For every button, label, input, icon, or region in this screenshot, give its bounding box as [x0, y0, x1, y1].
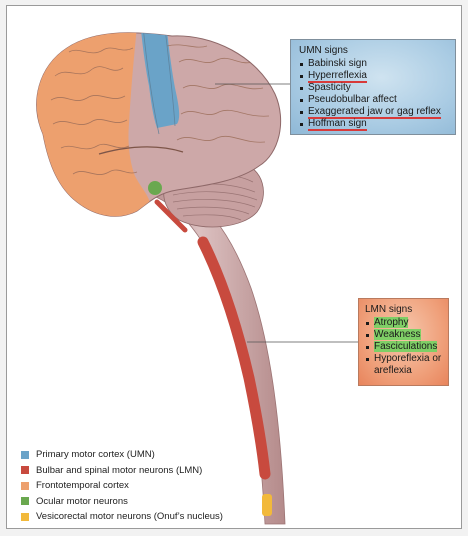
ocular-motor-neurons [148, 181, 162, 195]
onuf-nucleus [262, 494, 272, 516]
lmn-signs-title: LMN signs [365, 304, 413, 315]
lmn-column [197, 236, 271, 480]
legend-label: Bulbar and spinal motor neurons (LMN) [36, 464, 203, 476]
lmn-signs-list: Atrophy Weakness Fasciculations Hyporefl… [365, 317, 442, 377]
list-item: Pseudobulbar affect [299, 94, 447, 106]
list-item: Fasciculations [365, 341, 442, 353]
legend-swatch [21, 450, 29, 459]
legend-label: Frontotemporal cortex [36, 480, 129, 492]
list-item: Exaggerated jaw or gag reflex [299, 106, 447, 119]
lmn-sign-weakness: Weakness [374, 329, 421, 340]
umn-sign-spasticity: Spasticity [308, 82, 351, 93]
list-item: Hyporeflexia or areflexia [365, 353, 442, 377]
primary-motor-cortex [139, 32, 180, 128]
umn-signs-callout: UMN signs Babinski sign Hyperreflexia Sp… [290, 39, 456, 135]
list-item: Spasticity [299, 82, 447, 94]
legend-item-bulbar-spinal: Bulbar and spinal motor neurons (LMN) [21, 463, 223, 479]
legend-label: Vesicorectal motor neurons (Onuf’s nucle… [36, 511, 223, 523]
lmn-sign-fasciculations: Fasciculations [374, 341, 438, 352]
legend-label: Ocular motor neurons [36, 495, 128, 507]
umn-sign-hoffman: Hoffman sign [308, 118, 367, 131]
legend-swatch [21, 481, 29, 490]
umn-signs-title: UMN signs [299, 45, 348, 56]
list-item: Hyperreflexia [299, 70, 447, 83]
legend-swatch [21, 466, 29, 475]
umn-signs-list: Babinski sign Hyperreflexia Spasticity P… [299, 58, 447, 131]
umn-sign-pseudobulbar: Pseudobulbar affect [308, 94, 397, 105]
list-item: Atrophy [365, 317, 442, 329]
umn-sign-hyperreflexia: Hyperreflexia [308, 70, 367, 83]
brain-spinal-cord-illustration [36, 32, 358, 525]
list-item: Hoffman sign [299, 118, 447, 131]
legend-item-frontotemporal: Frontotemporal cortex [21, 478, 223, 494]
legend-swatch [21, 512, 29, 521]
lmn-sign-atrophy: Atrophy [374, 317, 409, 328]
legend-item-primary-motor-cortex: Primary motor cortex (UMN) [21, 447, 223, 463]
legend-swatch [21, 497, 29, 506]
legend-item-vesicorectal: Vesicorectal motor neurons (Onuf’s nucle… [21, 509, 223, 525]
umn-sign-babinski: Babinski sign [308, 58, 367, 69]
list-item: Babinski sign [299, 58, 447, 70]
lmn-sign-hyporeflexia: Hyporeflexia or areflexia [374, 353, 442, 376]
frontotemporal-cortex [36, 32, 151, 217]
list-item: Weakness [365, 329, 442, 341]
legend-item-ocular: Ocular motor neurons [21, 494, 223, 510]
legend-label: Primary motor cortex (UMN) [36, 449, 155, 461]
legend: Primary motor cortex (UMN) Bulbar and sp… [21, 447, 223, 525]
umn-sign-jaw-gag-reflex: Exaggerated jaw or gag reflex [308, 106, 441, 119]
lmn-signs-callout: LMN signs Atrophy Weakness Fasciculation… [358, 298, 449, 386]
corticospinal-tract [154, 199, 188, 233]
figure-frame: UMN signs Babinski sign Hyperreflexia Sp… [6, 5, 462, 529]
